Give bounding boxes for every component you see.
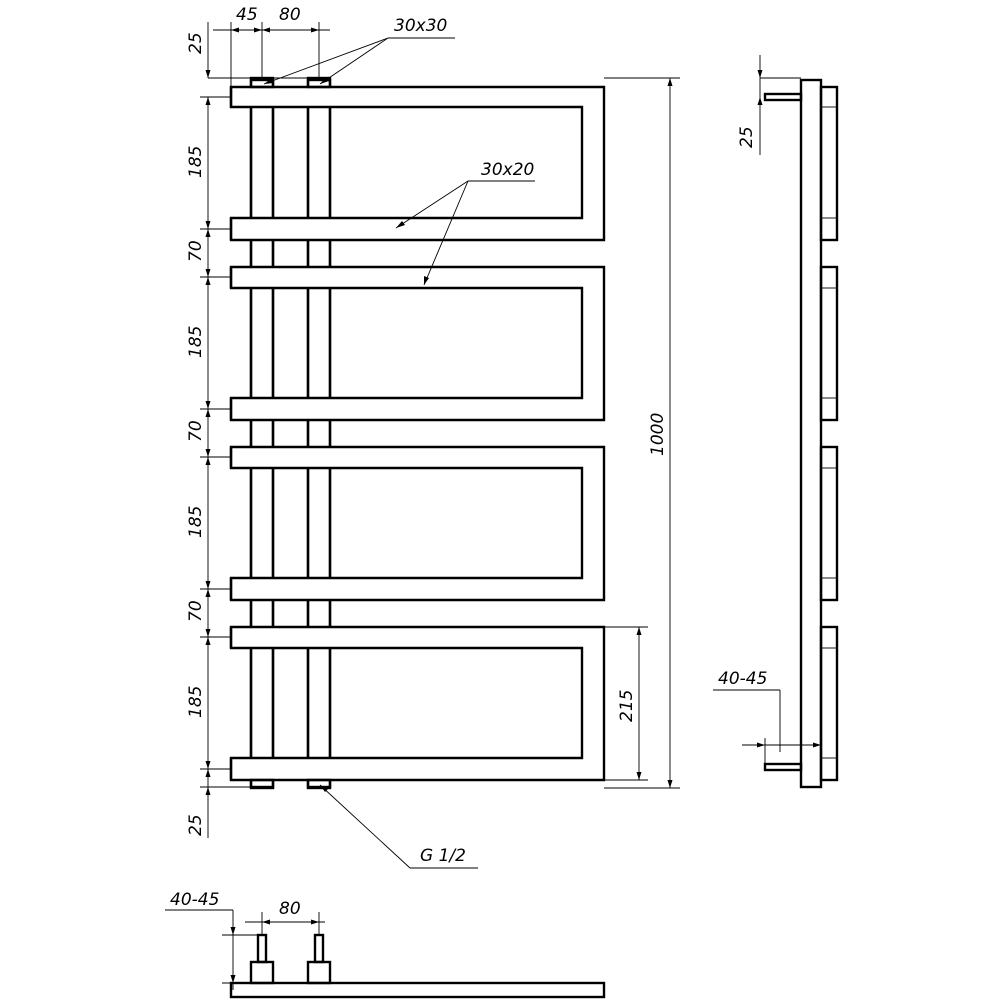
dim-pipe-spacing-bottom: 80 [279,899,301,919]
dim-rail-profile: 30x20 [481,160,534,180]
dim-end-top: 25 [186,32,206,54]
front-dimensions: 45 80 30x30 [186,5,680,869]
dim-section-3: 185 [186,506,206,538]
side-view: 25 40-45 [713,55,839,789]
side-bottom-bracket [763,762,803,772]
dim-side-offset: 25 [737,126,757,148]
section-2 [229,265,606,422]
dim-end-bottom: 25 [186,814,206,836]
dim-gap-1: 70 [186,240,206,262]
dim-gap-2: 70 [186,420,206,442]
left-collector-pipe [249,78,275,789]
dim-wall-distance-bottom: 40-45 [170,890,219,910]
dim-section-4: 185 [186,686,206,718]
dim-pipe-spacing: 80 [279,5,301,25]
section-3 [229,445,606,602]
dim-wall-distance-side: 40-45 [718,669,767,689]
side-collector [799,78,823,789]
section-1 [229,85,606,242]
dim-section-2: 185 [186,326,206,358]
front-view [229,76,606,790]
dim-gap-3: 70 [186,600,206,622]
right-collector-pipe [306,78,332,789]
dim-top-offset: 45 [236,5,258,25]
dim-pipe-profile: 30x30 [394,16,447,36]
dim-section-1: 185 [186,146,206,178]
side-top-bracket [763,92,803,102]
dim-total-height: 1000 [648,413,668,456]
dim-bottom-section: 215 [617,690,637,722]
bottom-view: 40-45 80 [165,890,606,999]
bottom-rail [229,981,606,999]
section-4 [229,625,606,782]
dim-thread: G 1/2 [420,846,466,866]
